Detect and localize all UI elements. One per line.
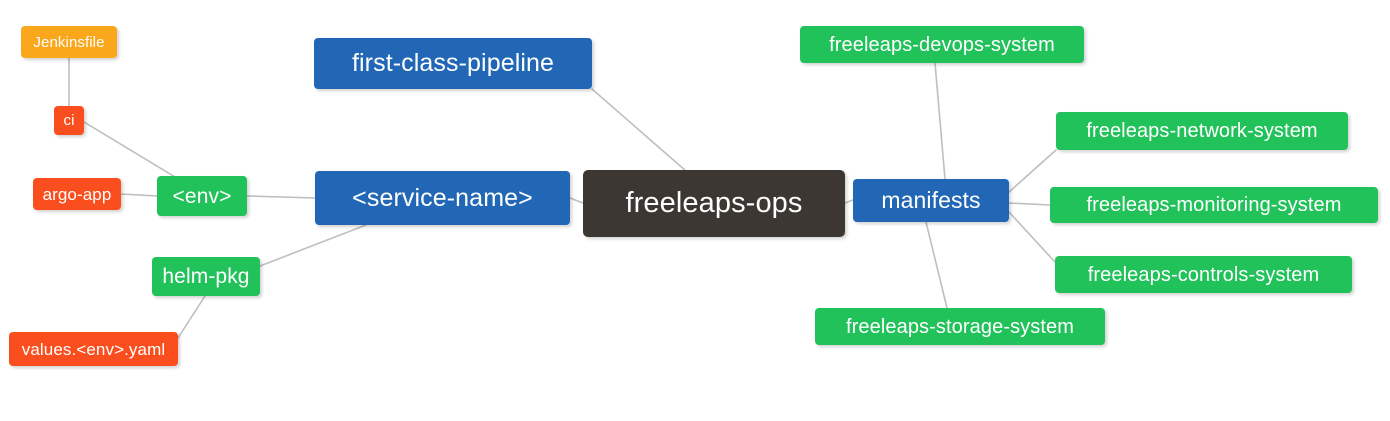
node-label-freeleaps-controls-system: freeleaps-controls-system <box>1087 263 1320 286</box>
node-freeleaps-network-system[interactable]: freeleaps-network-system <box>1056 112 1348 150</box>
node-freeleaps-ops[interactable]: freeleaps-ops <box>583 170 845 237</box>
node-label-first-class-pipeline: first-class-pipeline <box>351 49 555 77</box>
node-manifests[interactable]: manifests <box>853 179 1009 222</box>
node-argo-app[interactable]: argo-app <box>33 178 121 210</box>
node-label-env: <env> <box>172 184 232 208</box>
node-env[interactable]: <env> <box>157 176 247 216</box>
node-freeleaps-monitoring-system[interactable]: freeleaps-monitoring-system <box>1050 187 1378 223</box>
node-label-manifests: manifests <box>881 187 981 213</box>
node-ci[interactable]: ci <box>54 106 84 135</box>
node-label-freeleaps-ops: freeleaps-ops <box>625 187 803 219</box>
node-label-argo-app: argo-app <box>42 184 112 204</box>
node-label-freeleaps-network-system: freeleaps-network-system <box>1086 120 1318 142</box>
node-helm-pkg[interactable]: helm-pkg <box>152 257 260 296</box>
node-values-yaml[interactable]: values.<env>.yaml <box>9 332 178 366</box>
node-service-name[interactable]: <service-name> <box>315 171 570 225</box>
node-label-freeleaps-monitoring-system: freeleaps-monitoring-system <box>1086 194 1342 216</box>
node-freeleaps-devops-system[interactable]: freeleaps-devops-system <box>800 26 1084 63</box>
node-label-ci: ci <box>63 112 75 129</box>
node-freeleaps-controls-system[interactable]: freeleaps-controls-system <box>1055 256 1352 293</box>
node-label-values-yaml: values.<env>.yaml <box>21 339 166 359</box>
node-freeleaps-storage-system[interactable]: freeleaps-storage-system <box>815 308 1105 345</box>
node-label-helm-pkg: helm-pkg <box>162 265 250 288</box>
node-jenkinsfile[interactable]: Jenkinsfile <box>21 26 117 58</box>
node-first-class-pipeline[interactable]: first-class-pipeline <box>314 38 592 89</box>
node-label-freeleaps-devops-system: freeleaps-devops-system <box>829 33 1055 56</box>
node-label-jenkinsfile: Jenkinsfile <box>33 33 105 51</box>
node-label-service-name: <service-name> <box>352 183 533 212</box>
node-label-freeleaps-storage-system: freeleaps-storage-system <box>845 315 1075 338</box>
